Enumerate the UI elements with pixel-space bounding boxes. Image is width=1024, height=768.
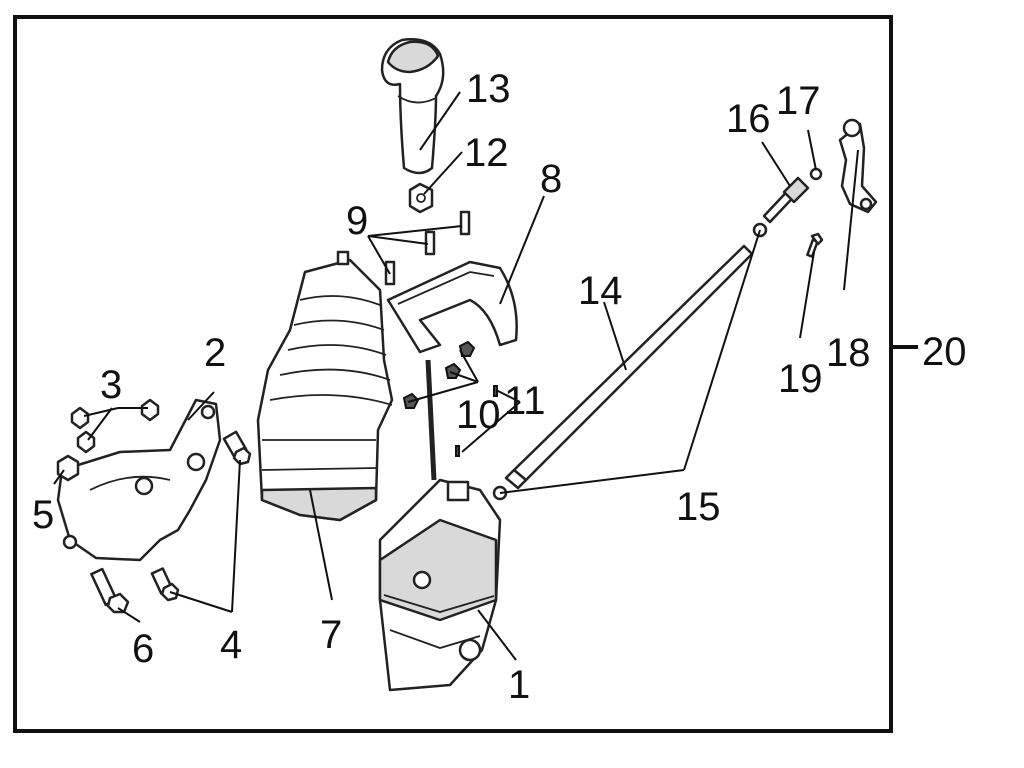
callout-20: 20 [922, 330, 967, 374]
shift-rod [504, 244, 754, 490]
flange-bolts-small [70, 398, 160, 454]
callout-13: 13 [466, 67, 511, 111]
rubber-boot [256, 250, 394, 522]
callout-19: 19 [778, 357, 823, 401]
callout-1: 1 [508, 663, 530, 707]
callout-6: 6 [132, 627, 154, 671]
small-nut [809, 167, 823, 181]
gear-lever-rod [425, 359, 437, 481]
clevis-pin [762, 176, 810, 224]
cover-bracket [386, 260, 518, 354]
callout-12: 12 [464, 131, 509, 175]
long-bolt [90, 567, 130, 614]
callout-17: 17 [776, 79, 821, 123]
callout-15: 15 [676, 485, 721, 529]
callout-18: 18 [826, 331, 871, 375]
callout-11: 11 [504, 379, 546, 423]
lock-nut-hole [416, 193, 426, 203]
diagram-frame [13, 15, 893, 733]
shifter-housing [378, 478, 502, 692]
shift-lever-arm [838, 118, 878, 214]
callout-16: 16 [726, 97, 771, 141]
callout-4: 4 [220, 623, 242, 667]
callout-8: 8 [540, 157, 562, 201]
mounting-bracket [56, 398, 222, 562]
callout-2: 2 [204, 331, 226, 375]
callout-10: 10 [456, 393, 501, 437]
callout-3: 3 [100, 363, 122, 407]
hex-nut [56, 454, 80, 482]
callout-14: 14 [578, 269, 623, 313]
shift-knob [380, 38, 445, 175]
callout-7: 7 [320, 613, 342, 657]
lever-bolt [806, 232, 824, 258]
callout-labels: 1 2 3 4 5 6 7 8 9 10 11 12 13 14 15 16 1… [32, 67, 871, 707]
callout-5: 5 [32, 493, 54, 537]
callout-9: 9 [346, 199, 368, 243]
leader-lines [53, 91, 859, 661]
